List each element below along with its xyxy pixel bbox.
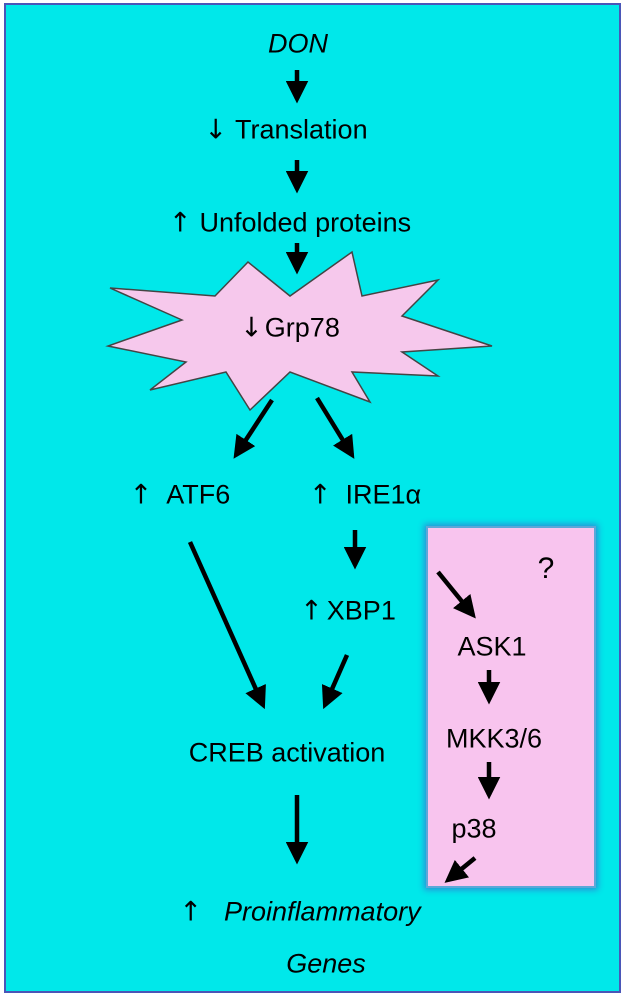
up-arrow-icon: ↑: [129, 479, 153, 511]
node-p38: p38: [451, 813, 497, 844]
node-don: DON: [268, 28, 328, 59]
down-arrow-icon: ↓: [240, 312, 263, 344]
node-mkk3-6: MKK3/6: [445, 723, 543, 754]
node-translation-label: Translation: [235, 114, 368, 145]
node-proinflammatory-label: Proinflammatory: [224, 896, 421, 927]
down-arrow-icon: ↓: [204, 114, 228, 146]
node-ire1a-label: IRE1α: [345, 479, 422, 510]
node-atf6-label: ATF6: [166, 479, 231, 510]
up-arrow-icon: ↑: [308, 479, 332, 511]
node-genes: Genes: [286, 948, 366, 979]
node-xbp1-label: XBP1: [326, 595, 396, 626]
question-mark: ?: [537, 552, 555, 585]
node-atf6: ↑ ATF6: [129, 479, 231, 511]
node-ire1a: ↑ IRE1α: [308, 479, 422, 511]
node-grp78-label: Grp78: [264, 312, 340, 343]
node-ask1: ASK1: [457, 631, 527, 662]
up-arrow-icon: ↑: [300, 595, 323, 627]
node-proinflammatory: ↑ Proinflammatory: [179, 896, 421, 928]
node-creb-activation: CREB activation: [188, 737, 386, 768]
node-unfolded-proteins: ↑Unfolded proteins: [168, 207, 412, 239]
up-arrow-icon: ↑: [179, 896, 203, 928]
node-unfolded-label: Unfolded proteins: [199, 207, 412, 238]
node-xbp1: ↑XBP1: [300, 595, 396, 627]
node-grp78: ↓Grp78: [240, 312, 340, 344]
node-translation: ↓Translation: [204, 114, 368, 146]
up-arrow-icon: ↑: [168, 207, 192, 239]
